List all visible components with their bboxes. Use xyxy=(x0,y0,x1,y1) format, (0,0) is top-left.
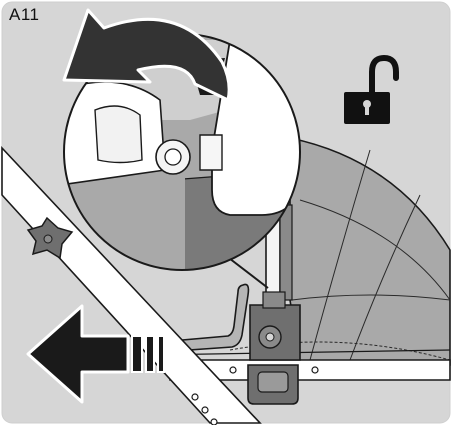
step-label: A11 xyxy=(9,5,40,25)
hinge-bracket xyxy=(248,292,300,404)
